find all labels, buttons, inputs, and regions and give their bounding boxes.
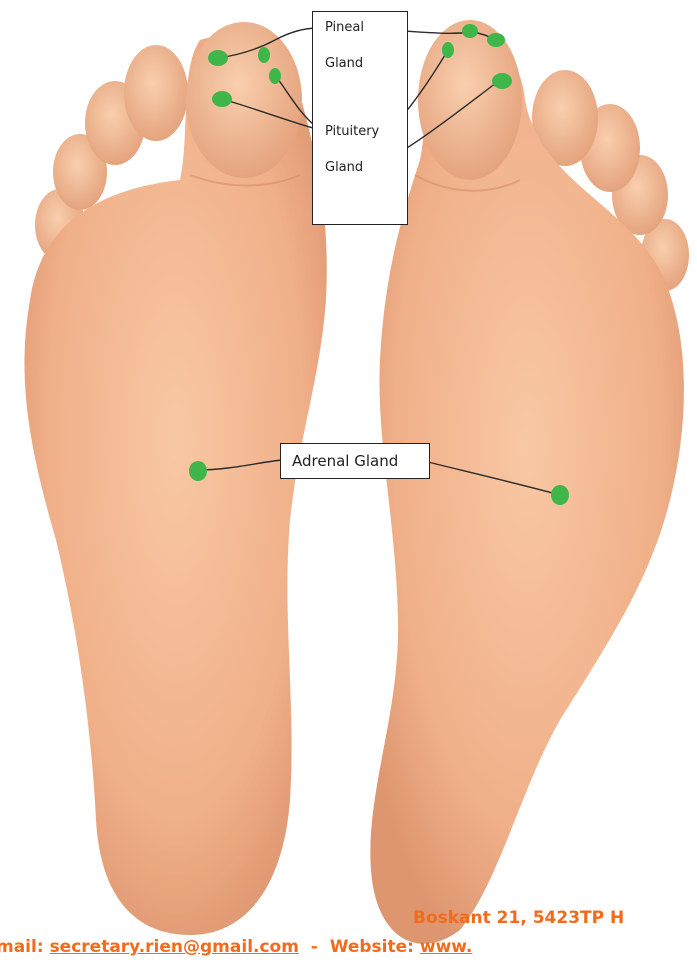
point-pineal-right-a [462,24,478,38]
point-pineal-left-b [258,47,270,63]
point-adrenal-left [189,461,207,481]
footer-address: Boskant 21, 5423TP H [413,908,624,928]
point-pineal-right-b [487,33,505,47]
point-pituitary-right-a [442,42,454,58]
pineal-gland-label: Gland [325,56,363,71]
email-prefix: mail: [0,937,50,957]
pituitary-gland-label: Gland [325,160,363,175]
point-pituitary-left-a [269,68,281,84]
email-link[interactable]: secretary.rien@gmail.com [50,937,299,957]
left-big-toe [186,22,302,178]
head-glands-label-box [312,11,408,225]
pituitary-label: Pituitery [325,124,379,139]
point-pituitary-right-b [492,73,512,89]
right-foot [370,20,689,944]
point-pineal-left-a [208,50,228,66]
pineal-label: Pineal [325,20,364,35]
footer-contact: mail: secretary.rien@gmail.com - Website… [0,937,472,957]
point-pituitary-left-b [212,91,232,107]
website-prefix: Website: [330,937,420,957]
website-link[interactable]: www. [420,937,473,957]
right-big-toe [418,20,522,180]
adrenal-label: Adrenal Gland [292,452,398,470]
point-adrenal-right [551,485,569,505]
left-second-toe [124,45,188,141]
footer-separator: - [299,937,330,957]
